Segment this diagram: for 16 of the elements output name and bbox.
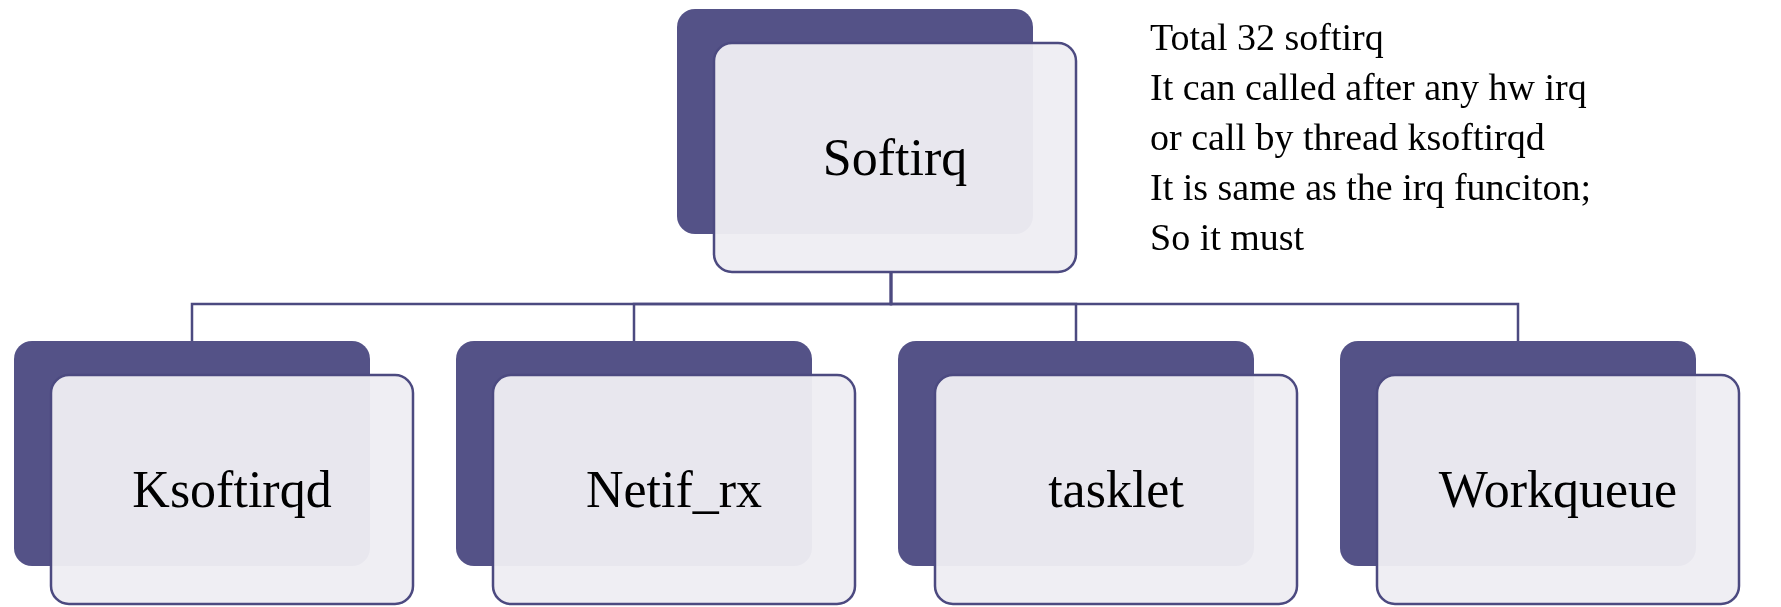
node-label: Netif_rx — [584, 460, 764, 520]
stacked-card-box — [456, 341, 856, 605]
connector-line — [889, 272, 1520, 341]
node-label: Ksoftirqd — [131, 460, 333, 520]
note-text: or call by thread ksoftirqd — [1150, 115, 1545, 160]
node-label: Softirq — [821, 128, 969, 188]
note-text: It can called after any hw irq — [1150, 65, 1587, 110]
stacked-card-box — [1340, 341, 1740, 605]
stacked-card-box — [898, 341, 1298, 605]
note-text: It is same as the irq funciton; — [1150, 165, 1592, 210]
note-text: Total 32 softirq — [1150, 15, 1384, 60]
stacked-card-box — [677, 9, 1077, 273]
stacked-card-box — [14, 341, 414, 605]
node-label: Workqueue — [1437, 460, 1679, 520]
note-text: So it must — [1150, 215, 1305, 260]
node-label: tasklet — [1047, 460, 1185, 520]
